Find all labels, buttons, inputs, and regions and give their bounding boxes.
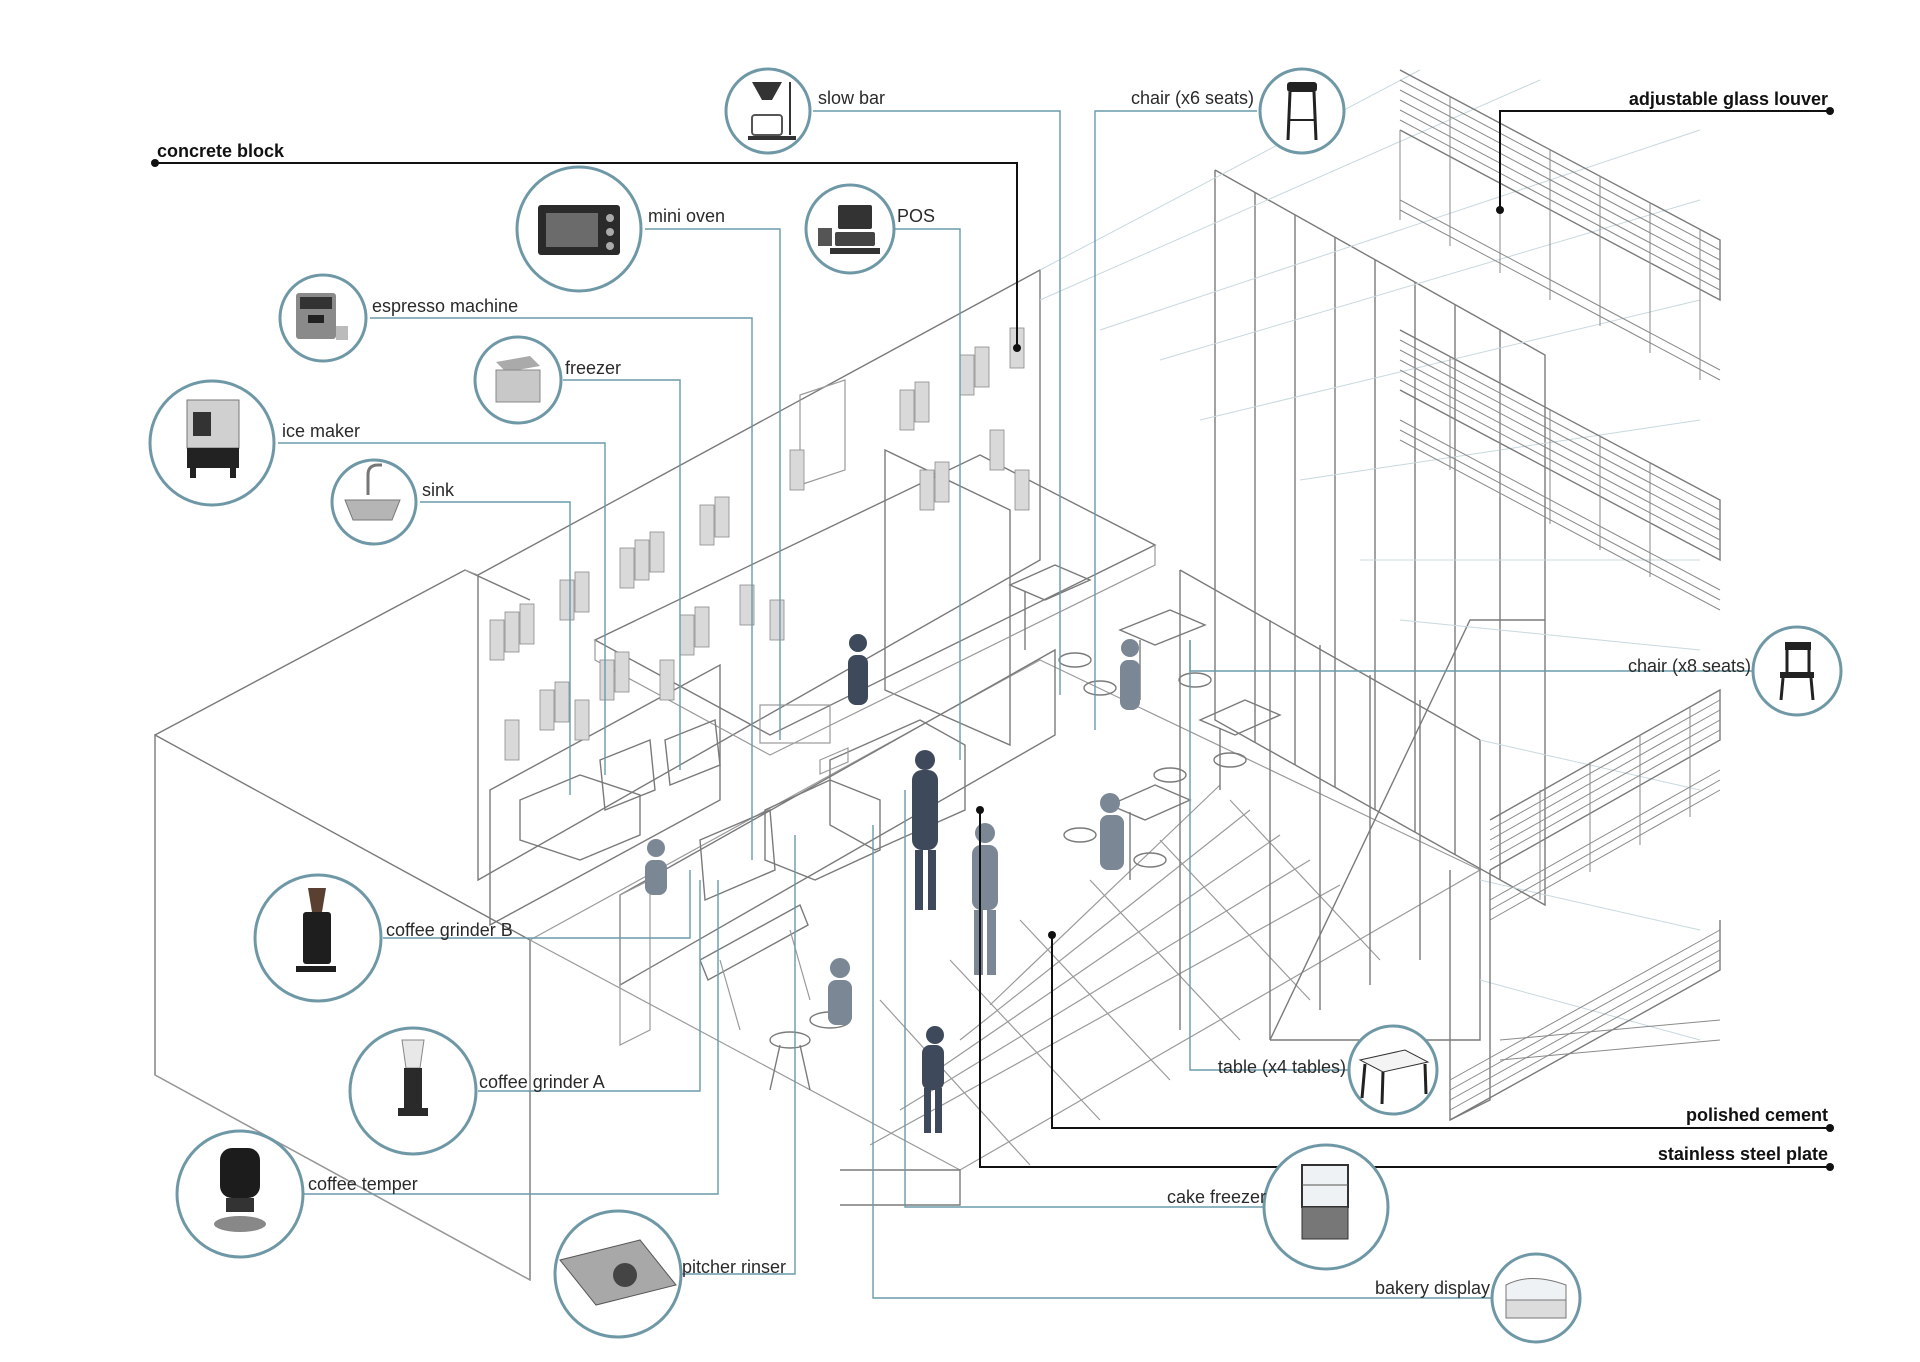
equipment-text-labels: slow bar chair (x6 seats) mini oven POS … xyxy=(282,88,1751,1298)
left-wall-base xyxy=(154,1074,531,1281)
label-stainless-steel-plate: stainless steel plate xyxy=(1658,1144,1828,1164)
label-table-x4: table (x4 tables) xyxy=(1218,1057,1346,1077)
cake-freezer-icon xyxy=(1262,1143,1390,1271)
label-concrete-block: concrete block xyxy=(157,141,285,161)
tables-chairs xyxy=(769,564,1282,1091)
chest-freezer-icon xyxy=(473,335,563,425)
freezer-unit xyxy=(664,719,721,786)
matline-glass-louver xyxy=(1499,110,1830,210)
coffee-grinder-a-icon xyxy=(348,1026,478,1156)
bar-stool-icon xyxy=(1258,67,1346,155)
label-mini-oven: mini oven xyxy=(648,206,725,226)
back-wall xyxy=(477,268,1041,882)
glass-louver-top xyxy=(1399,69,1721,381)
label-coffee-grinder-a: coffee grinder A xyxy=(479,1072,605,1092)
tall-fridge xyxy=(884,448,1011,747)
ice-maker-icon xyxy=(148,379,276,507)
material-text-labels: concrete block adjustable glass louver p… xyxy=(157,89,1828,1164)
label-espresso-machine: espresso machine xyxy=(372,296,518,316)
pitcher-rinser-icon xyxy=(553,1209,683,1339)
bakery-display-icon xyxy=(1490,1252,1582,1344)
espresso-machine-icon xyxy=(278,273,368,363)
cake-freezer-case xyxy=(764,779,881,881)
glass-louver-mid xyxy=(1399,329,1721,611)
column xyxy=(799,379,846,486)
concrete-blocks xyxy=(489,327,1030,761)
leader-bakery-display xyxy=(872,825,1493,1299)
leader-grinder-a xyxy=(478,880,701,1092)
leader-lines xyxy=(278,110,1753,1299)
label-slow-bar: slow bar xyxy=(818,88,885,108)
label-cake-freezer: cake freezer xyxy=(1167,1187,1266,1207)
mini-oven-box xyxy=(759,704,831,744)
overhead-frame xyxy=(593,454,1157,736)
label-ice-maker: ice maker xyxy=(282,421,360,441)
leader-temper xyxy=(303,880,719,1195)
equipment-icons xyxy=(148,67,1843,1344)
leader-sink xyxy=(420,501,571,795)
leader-espresso xyxy=(370,317,753,860)
label-sink: sink xyxy=(422,480,455,500)
slow-bar-icon xyxy=(724,67,812,155)
label-coffee-temper: coffee temper xyxy=(308,1174,418,1194)
leader-slow-bar xyxy=(813,110,1061,695)
label-chair-x6: chair (x6 seats) xyxy=(1131,88,1254,108)
glass-facade xyxy=(1179,169,1546,1041)
label-pos: POS xyxy=(897,206,935,226)
projection-lines xyxy=(1039,69,1701,1041)
leader-freezer xyxy=(563,379,681,770)
label-pitcher-rinser: pitcher rinser xyxy=(682,1257,786,1277)
leader-chair-x6 xyxy=(1094,110,1257,730)
leader-pitcher-rinser xyxy=(680,835,796,1275)
leader-grinder-b xyxy=(383,870,691,939)
matline-concrete-block xyxy=(155,162,1018,348)
label-adjustable-glass-louver: adjustable glass louver xyxy=(1629,89,1828,109)
back-wall-edge xyxy=(464,569,479,576)
glass-louver-low xyxy=(1449,688,1721,1122)
building-wireframe xyxy=(154,69,1721,1282)
floor-step xyxy=(840,1169,961,1206)
pos-terminal-icon xyxy=(804,183,896,275)
back-counter xyxy=(489,663,721,927)
label-bakery-display: bakery display xyxy=(1375,1278,1490,1298)
bakery-display-case xyxy=(829,719,966,851)
label-freezer: freezer xyxy=(565,358,621,378)
matline-polished-cement xyxy=(1051,935,1830,1129)
coffee-grinder-b-icon xyxy=(253,873,383,1003)
people xyxy=(645,634,1140,1133)
matline-stainless-steel xyxy=(979,810,1830,1168)
mini-oven-icon xyxy=(515,165,643,293)
espresso-unit xyxy=(699,808,776,902)
floor-tiles xyxy=(869,784,1381,1166)
label-chair-x8: chair (x8 seats) xyxy=(1628,656,1751,676)
ice-maker-unit xyxy=(599,739,656,811)
bar-ledge xyxy=(699,904,809,981)
chair-icon xyxy=(1751,625,1843,717)
material-lines xyxy=(151,107,1834,1171)
leader-mini-oven xyxy=(645,228,781,740)
coffee-temper-icon xyxy=(175,1129,305,1259)
leader-ice-maker xyxy=(278,442,606,775)
label-polished-cement: polished cement xyxy=(1686,1105,1828,1125)
label-coffee-grinder-b: coffee grinder B xyxy=(386,920,513,940)
sink-icon xyxy=(330,458,418,546)
sink-unit xyxy=(519,774,641,861)
left-wall-top xyxy=(154,569,531,736)
leader-table-x4 xyxy=(1189,640,1350,1071)
leader-cake-freezer xyxy=(904,790,1268,1208)
leader-pos xyxy=(895,228,961,760)
counter-end xyxy=(619,879,651,1046)
table-icon xyxy=(1347,1024,1439,1116)
